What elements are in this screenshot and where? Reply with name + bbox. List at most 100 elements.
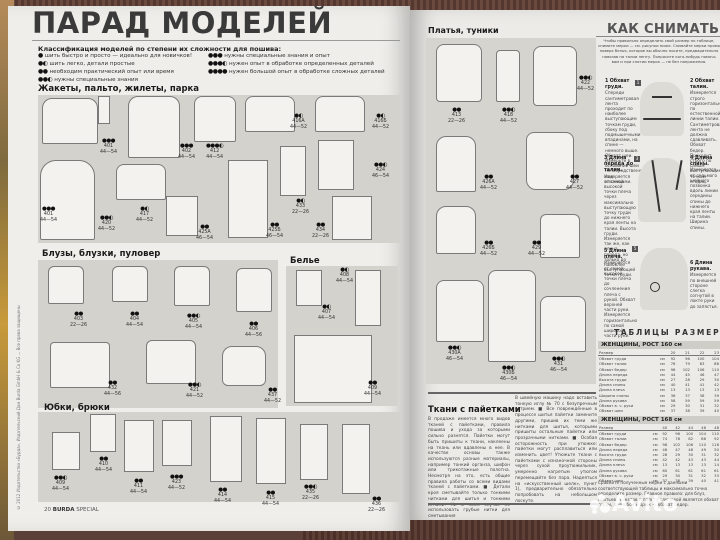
- model-sketch-414: [210, 416, 242, 482]
- section-title-blouses: Блузы, блузки, пуловер: [42, 249, 161, 259]
- model-sketch-413: [436, 44, 482, 102]
- model-sketch-416a: [245, 96, 295, 132]
- model-sketch-425a: [166, 196, 198, 236]
- size-table-band-168: ЖЕНЩИНЫ, РОСТ 168 см: [598, 416, 720, 424]
- page-number: 20: [44, 507, 51, 513]
- section-title-lingerie: Белье: [290, 256, 320, 266]
- model-sketch-409-skirt: [52, 432, 80, 470]
- model-sketch-411: [124, 420, 154, 472]
- model-sketch-434: [332, 196, 372, 240]
- model-sketch-404: [112, 266, 148, 302]
- model-sketch-430a: [436, 280, 484, 342]
- legend-column-right: ●●●нужны специальные знания и опыт ●●●◐н…: [208, 52, 385, 76]
- model-sketch-435: [300, 424, 328, 480]
- model-sketch-436: [342, 424, 370, 494]
- tape-bust: [643, 118, 681, 120]
- model-sketch-431: [540, 296, 586, 352]
- model-sketch-422: [533, 46, 577, 106]
- section-title-skirts: Юбки, брюки: [44, 403, 110, 413]
- model-sketch-424: [318, 140, 354, 190]
- model-sketch-412: [194, 96, 236, 142]
- model-sketch-410: [90, 414, 116, 452]
- model-sketch-432: [50, 342, 110, 388]
- legend-item: ●●●●нужен большой опыт в обработке сложн…: [208, 68, 385, 75]
- legend-item: ●●●◐нужен опыт в обработке определенных …: [208, 60, 374, 67]
- legend-item: ●●необходим практический опыт или время: [38, 68, 174, 75]
- model-sketch-429: [540, 214, 580, 258]
- model-sketch-430b: [488, 270, 536, 362]
- model-sketch-402: [128, 96, 180, 158]
- how-to-measure-title: КАК СНИМАТЬ МЕРКИ: [607, 22, 720, 37]
- title-divider: [32, 40, 400, 41]
- model-sketch-401: [42, 98, 98, 144]
- size-table-band-160: ЖЕНЩИНЫ, РОСТ 160 см: [598, 341, 720, 349]
- measure-step-3: 3 Длина переда до талии. Измеряется от с…: [604, 156, 636, 278]
- model-sketch-423: [162, 420, 192, 466]
- avito-watermark: Avito: [612, 492, 679, 517]
- model-sketch-406: [236, 268, 272, 312]
- model-sketch-433: [280, 146, 306, 196]
- measure-step-4: 4 Длина спины. Измеряется от седьмого ше…: [690, 156, 718, 230]
- section-title-jackets: Жакеты, пальто, жилеты, парка: [38, 84, 200, 94]
- size-compare-note: Сравните полученные мерки с данными соот…: [598, 480, 719, 507]
- model-sketch-408: [355, 270, 381, 326]
- model-sketch-427: [526, 132, 574, 190]
- section-title-dresses: Платья, туники: [428, 26, 499, 35]
- measure-step-2: 2 Обхват талии. Измеряется строго горизо…: [690, 79, 720, 184]
- model-sketch-417: [116, 164, 166, 200]
- model-sketch-416b: [315, 96, 365, 132]
- legend-item: ●●●нужны специальные знания и опыт: [208, 52, 330, 59]
- model-sketch-409-robe: [294, 335, 372, 403]
- page-footer: 20 BURDA SPECIAL: [44, 507, 99, 513]
- copyright-note: © 2012 Издательство «Бурда», Издательски…: [16, 305, 21, 510]
- section-divider: [428, 392, 596, 394]
- model-sketch-420-parka: [40, 160, 95, 240]
- measure-step-6: 6 Длина рукава. Измеряется по внешней ст…: [690, 261, 718, 309]
- figure-shoulder-length: [640, 248, 688, 310]
- model-sketch-415: [256, 418, 286, 484]
- article-title-sequins: Ткани с пайетками: [428, 405, 521, 415]
- measure-step-1: 1 Обхват груди. Спереди сантиметровая ле…: [605, 79, 644, 184]
